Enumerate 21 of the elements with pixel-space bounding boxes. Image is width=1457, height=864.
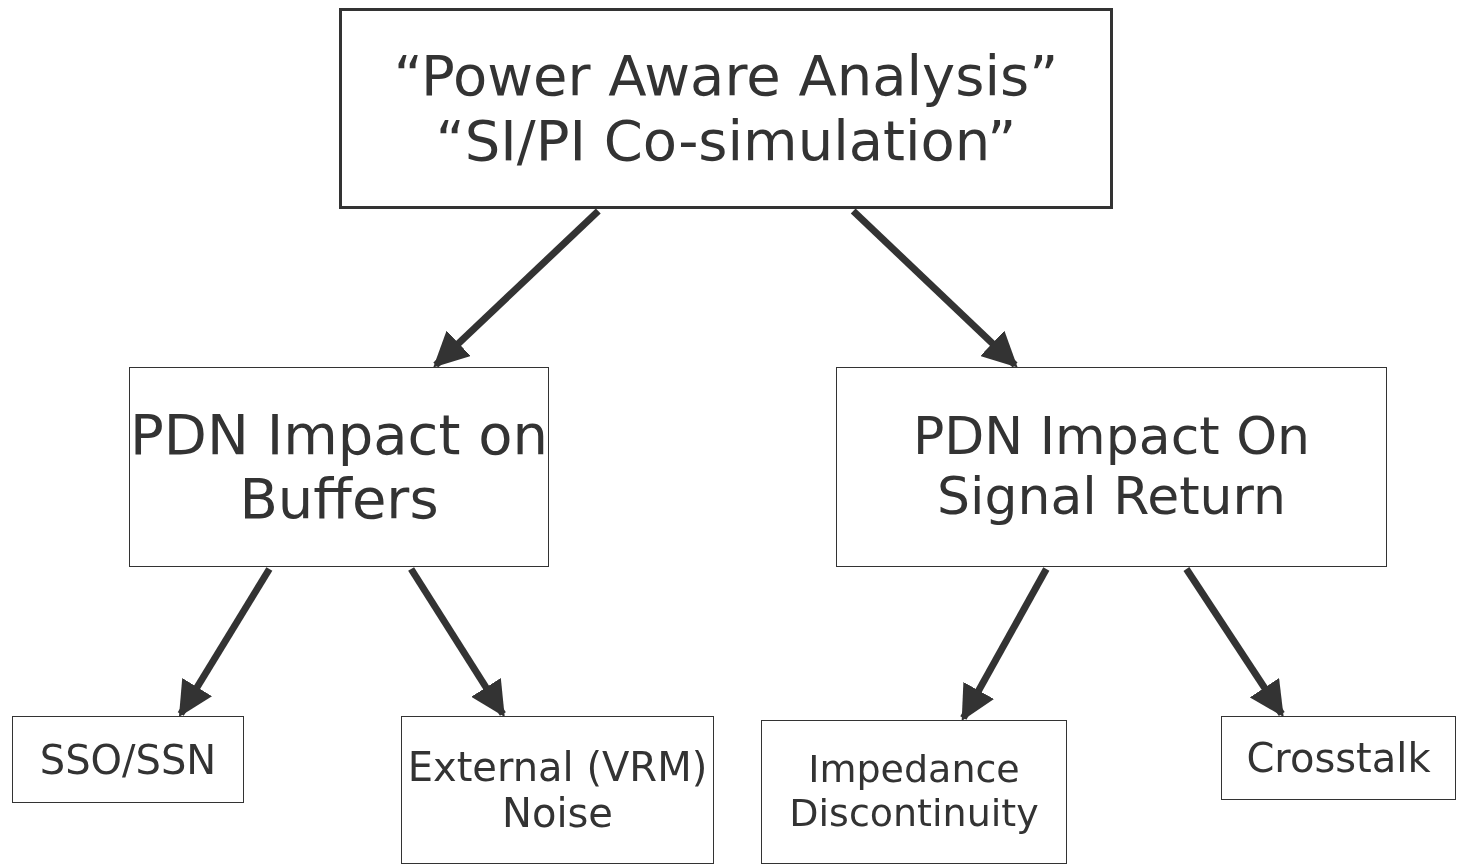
arrow (1183, 567, 1285, 717)
topic-box (1221, 716, 1456, 800)
arrow (850, 208, 1018, 368)
topic-box (836, 367, 1387, 567)
topic-box (129, 367, 549, 567)
arrow (408, 567, 506, 717)
box-label: SSO/SSN (39, 736, 217, 783)
box-label: PDN Impact On Signal Return (911, 407, 1312, 527)
arrow (177, 567, 273, 717)
title-box (339, 8, 1113, 209)
box-label: External (VRM) Noise (406, 744, 709, 836)
topic-box (401, 716, 714, 864)
box-label: Crosstalk (1246, 735, 1431, 781)
arrow (960, 567, 1050, 722)
box-label: PDN Impact on Buffers (130, 402, 548, 532)
topic-box (761, 720, 1067, 864)
arrow (433, 208, 601, 368)
box-label: “Power Aware Analysis” (393, 44, 1059, 109)
box-label: Impedance Discontinuity (788, 748, 1040, 836)
box-label: “SI/PI Co-simulation” (435, 108, 1017, 173)
topic-box (12, 716, 244, 803)
